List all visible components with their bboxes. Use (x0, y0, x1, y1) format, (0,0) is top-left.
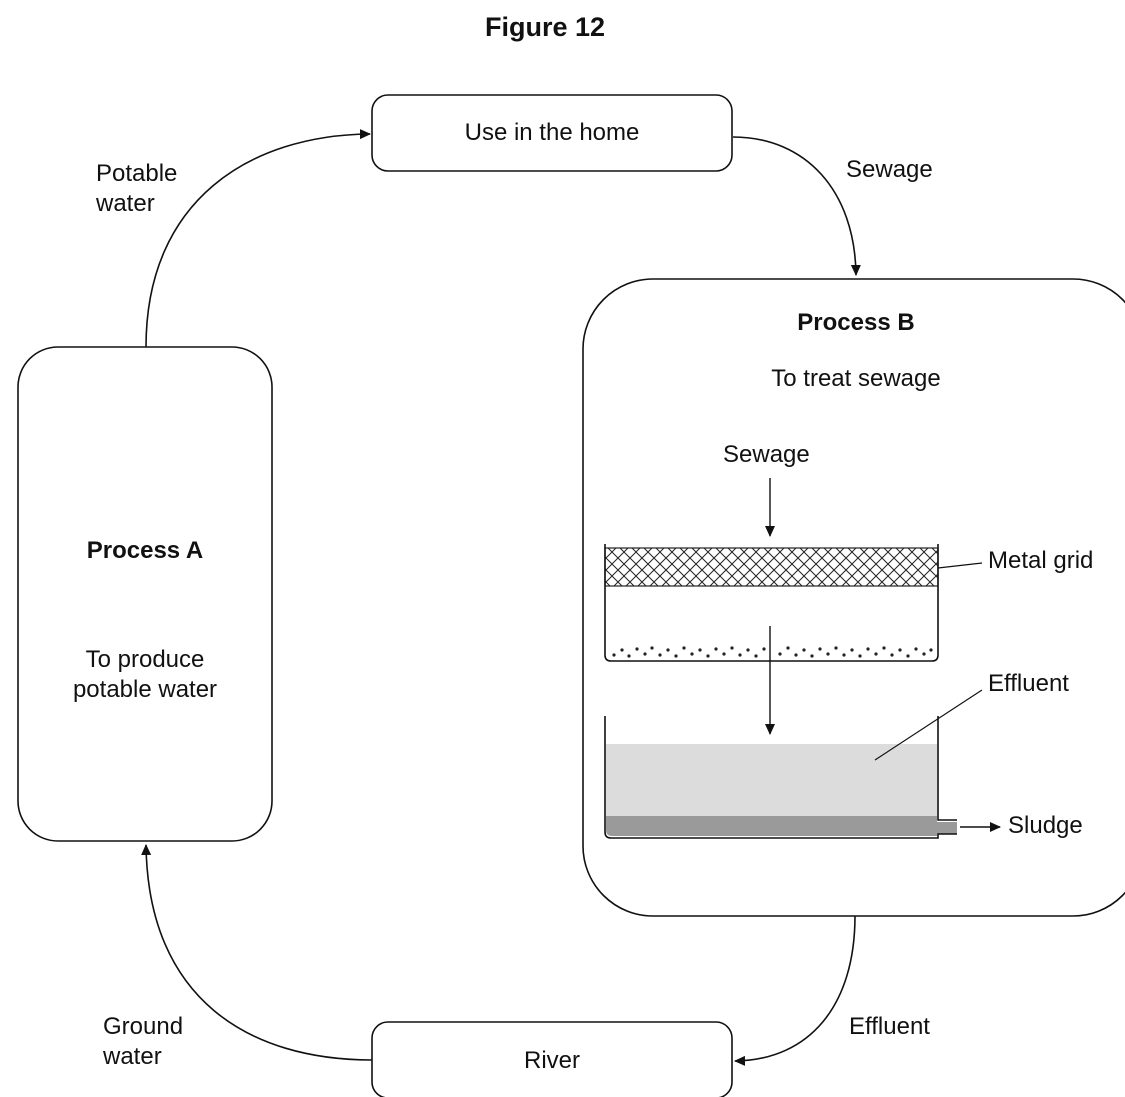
process-a-box (17, 346, 273, 842)
upper-tank-outline (604, 544, 939, 662)
home-label: Use in the home (464, 119, 640, 146)
sewage-input-label: Sewage (723, 441, 810, 468)
metal-grid-label: Metal grid (988, 547, 1094, 574)
river-label: River (523, 1047, 580, 1074)
metal-grid (604, 547, 939, 587)
process-a-description: To produce potable water (72, 646, 218, 703)
process-a-title: Process A (86, 537, 204, 564)
sediment-dots (612, 646, 933, 658)
metal-grid-leader (937, 562, 983, 569)
effluent-liquid (606, 744, 937, 816)
sludge-layer (606, 816, 957, 836)
process-b-description: To treat sewage (771, 365, 941, 392)
ground-water-label: Ground water (103, 1013, 184, 1070)
process-b-title: Process B (797, 309, 915, 336)
effluent-edge-label: Effluent (849, 1013, 930, 1040)
home-box (371, 94, 733, 172)
effluent-label: Effluent (988, 670, 1069, 697)
ground-water-arrow (141, 844, 373, 1061)
process-b-box (582, 278, 1125, 917)
potable-water-label: Potable water (96, 160, 178, 217)
effluent-leader (874, 689, 983, 761)
sludge-label: Sludge (1008, 812, 1083, 839)
effluent-arrow (734, 915, 856, 1066)
sewage-arrow (732, 136, 861, 276)
sewage-edge-label: Sewage (846, 156, 933, 183)
figure-title: Figure 12 (484, 12, 606, 42)
lower-tank-outline (604, 716, 957, 839)
potable-water-arrow (145, 129, 371, 348)
